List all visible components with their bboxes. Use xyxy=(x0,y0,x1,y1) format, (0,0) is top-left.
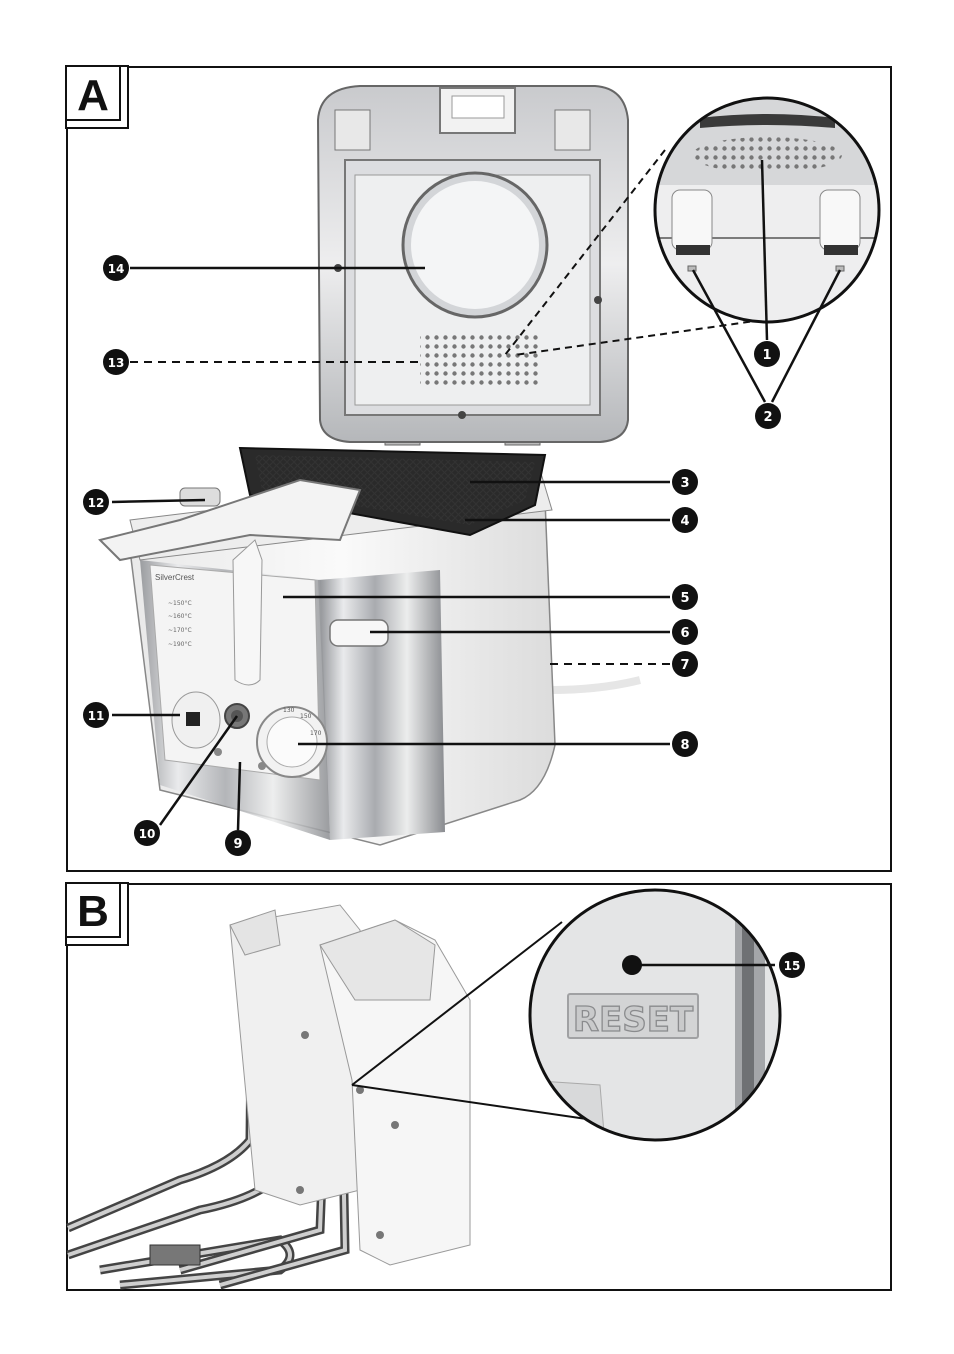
temp-label-4: ~190°C xyxy=(168,641,192,648)
svg-text:8: 8 xyxy=(680,738,689,753)
svg-text:10: 10 xyxy=(139,827,156,841)
svg-text:7: 7 xyxy=(680,658,689,673)
callout-13: 13 xyxy=(103,349,129,375)
svg-text:4: 4 xyxy=(680,514,689,529)
svg-text:11: 11 xyxy=(88,709,105,723)
temp-label-1: ~150°C xyxy=(168,600,192,607)
callout-11: 11 xyxy=(83,702,109,728)
temp-label-3: ~170°C xyxy=(168,627,192,634)
dial-mark-1: 130 xyxy=(283,707,295,714)
callout-markers: 14 13 12 11 10 9 3 4 5 6 7 8 1 2 15 xyxy=(83,255,805,978)
leader-lines-a xyxy=(111,159,842,831)
callout-7: 7 xyxy=(672,651,698,677)
panel-label-b: B xyxy=(77,887,109,936)
lid-illustration xyxy=(316,85,629,446)
svg-text:14: 14 xyxy=(108,262,125,276)
panel-tab-a: A xyxy=(65,65,129,129)
callout-1: 1 xyxy=(754,341,780,367)
brand-logo-text: SilverCrest xyxy=(155,573,195,582)
svg-text:1: 1 xyxy=(762,348,771,363)
svg-text:9: 9 xyxy=(233,837,242,852)
callout-3: 3 xyxy=(672,469,698,495)
svg-text:12: 12 xyxy=(88,496,105,510)
fryer-body-illustration: SilverCrest ~150°C ~160°C ~170°C ~190°C … xyxy=(98,446,641,846)
callout-10: 10 xyxy=(134,820,160,846)
callout-12: 12 xyxy=(83,489,109,515)
callout-6: 6 xyxy=(672,619,698,645)
svg-text:3: 3 xyxy=(680,476,689,491)
callout-2: 2 xyxy=(755,403,781,429)
callout-15: 15 xyxy=(779,952,805,978)
detail-zoom-latch xyxy=(504,96,881,356)
svg-text:15: 15 xyxy=(784,959,801,973)
heating-element-illustration xyxy=(66,904,471,1290)
svg-text:6: 6 xyxy=(680,626,689,641)
svg-text:13: 13 xyxy=(108,356,125,370)
callout-4: 4 xyxy=(672,507,698,533)
svg-text:2: 2 xyxy=(763,410,772,425)
reset-label: RESET xyxy=(573,1000,694,1040)
dial-mark-3: 170 xyxy=(310,730,322,737)
callout-14: 14 xyxy=(103,255,129,281)
temp-label-2: ~160°C xyxy=(168,613,192,620)
callout-9: 9 xyxy=(225,830,251,856)
svg-text:5: 5 xyxy=(680,591,689,606)
dial-mark-2: 150 xyxy=(300,713,312,720)
panel-label-a: A xyxy=(77,71,109,120)
callout-8: 8 xyxy=(672,731,698,757)
panel-tab-b: B xyxy=(65,882,129,946)
callout-5: 5 xyxy=(672,584,698,610)
